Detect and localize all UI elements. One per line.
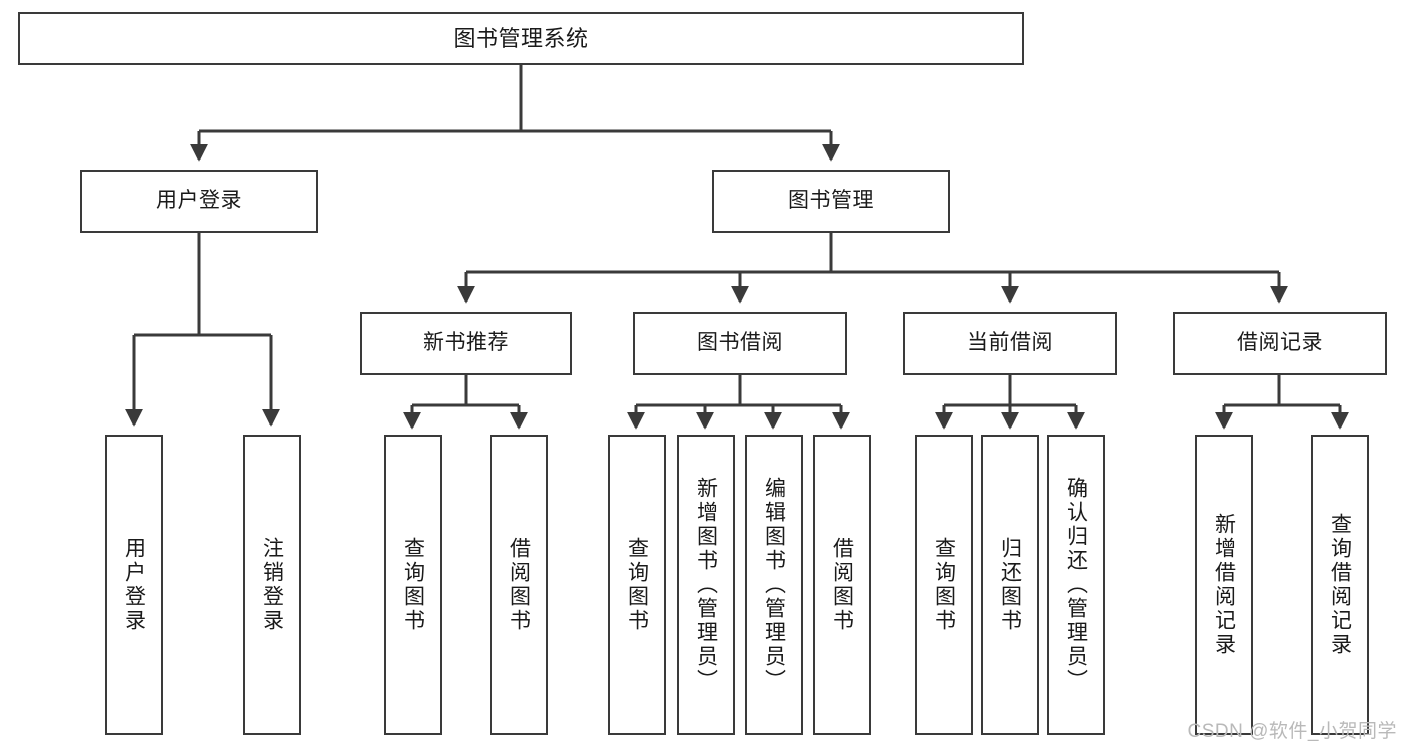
node-label: 图书借阅: [697, 331, 783, 355]
node-label: 查询借阅记录: [1328, 513, 1352, 657]
node-label: 新书推荐: [423, 331, 509, 355]
node-current-borrow[interactable]: 当前借阅: [903, 312, 1117, 375]
node-label: 归还图书: [998, 537, 1022, 633]
node-book-management[interactable]: 图书管理: [712, 170, 950, 233]
node-label: 借阅记录: [1237, 331, 1323, 355]
node-label: 查询图书: [401, 537, 425, 633]
leaf-return-book[interactable]: 归还图书: [981, 435, 1039, 735]
node-label: 新增图书（管理员）: [694, 477, 718, 693]
node-label: 用户登录: [156, 189, 242, 213]
leaf-borrow-book[interactable]: 借阅图书: [813, 435, 871, 735]
leaf-edit-book-admin[interactable]: 编辑图书（管理员）: [745, 435, 803, 735]
node-label: 注销登录: [260, 537, 284, 633]
leaf-add-borrow-record[interactable]: 新增借阅记录: [1195, 435, 1253, 735]
node-book-borrow[interactable]: 图书借阅: [633, 312, 847, 375]
node-label: 用户登录: [122, 537, 146, 633]
node-label: 新增借阅记录: [1212, 513, 1236, 657]
node-label: 编辑图书（管理员）: [762, 477, 786, 693]
node-root-book-management-system[interactable]: 图书管理系统: [18, 12, 1024, 65]
node-label: 图书管理: [788, 189, 874, 213]
node-label: 查询图书: [625, 537, 649, 633]
node-user-login[interactable]: 用户登录: [80, 170, 318, 233]
node-label: 图书管理系统: [453, 25, 589, 51]
node-new-book-recommend[interactable]: 新书推荐: [360, 312, 572, 375]
leaf-confirm-return-admin[interactable]: 确认归还（管理员）: [1047, 435, 1105, 735]
node-borrow-record[interactable]: 借阅记录: [1173, 312, 1387, 375]
leaf-query-book-current[interactable]: 查询图书: [915, 435, 973, 735]
leaf-logout[interactable]: 注销登录: [243, 435, 301, 735]
leaf-query-book-recommend[interactable]: 查询图书: [384, 435, 442, 735]
leaf-user-login[interactable]: 用户登录: [105, 435, 163, 735]
leaf-add-book-admin[interactable]: 新增图书（管理员）: [677, 435, 735, 735]
node-label: 借阅图书: [507, 537, 531, 633]
leaf-query-borrow-record[interactable]: 查询借阅记录: [1311, 435, 1369, 735]
node-label: 当前借阅: [967, 331, 1053, 355]
leaf-borrow-book-recommend[interactable]: 借阅图书: [490, 435, 548, 735]
node-label: 确认归还（管理员）: [1064, 477, 1088, 693]
node-label: 查询图书: [932, 537, 956, 633]
node-label: 借阅图书: [830, 537, 854, 633]
leaf-query-book-borrow[interactable]: 查询图书: [608, 435, 666, 735]
